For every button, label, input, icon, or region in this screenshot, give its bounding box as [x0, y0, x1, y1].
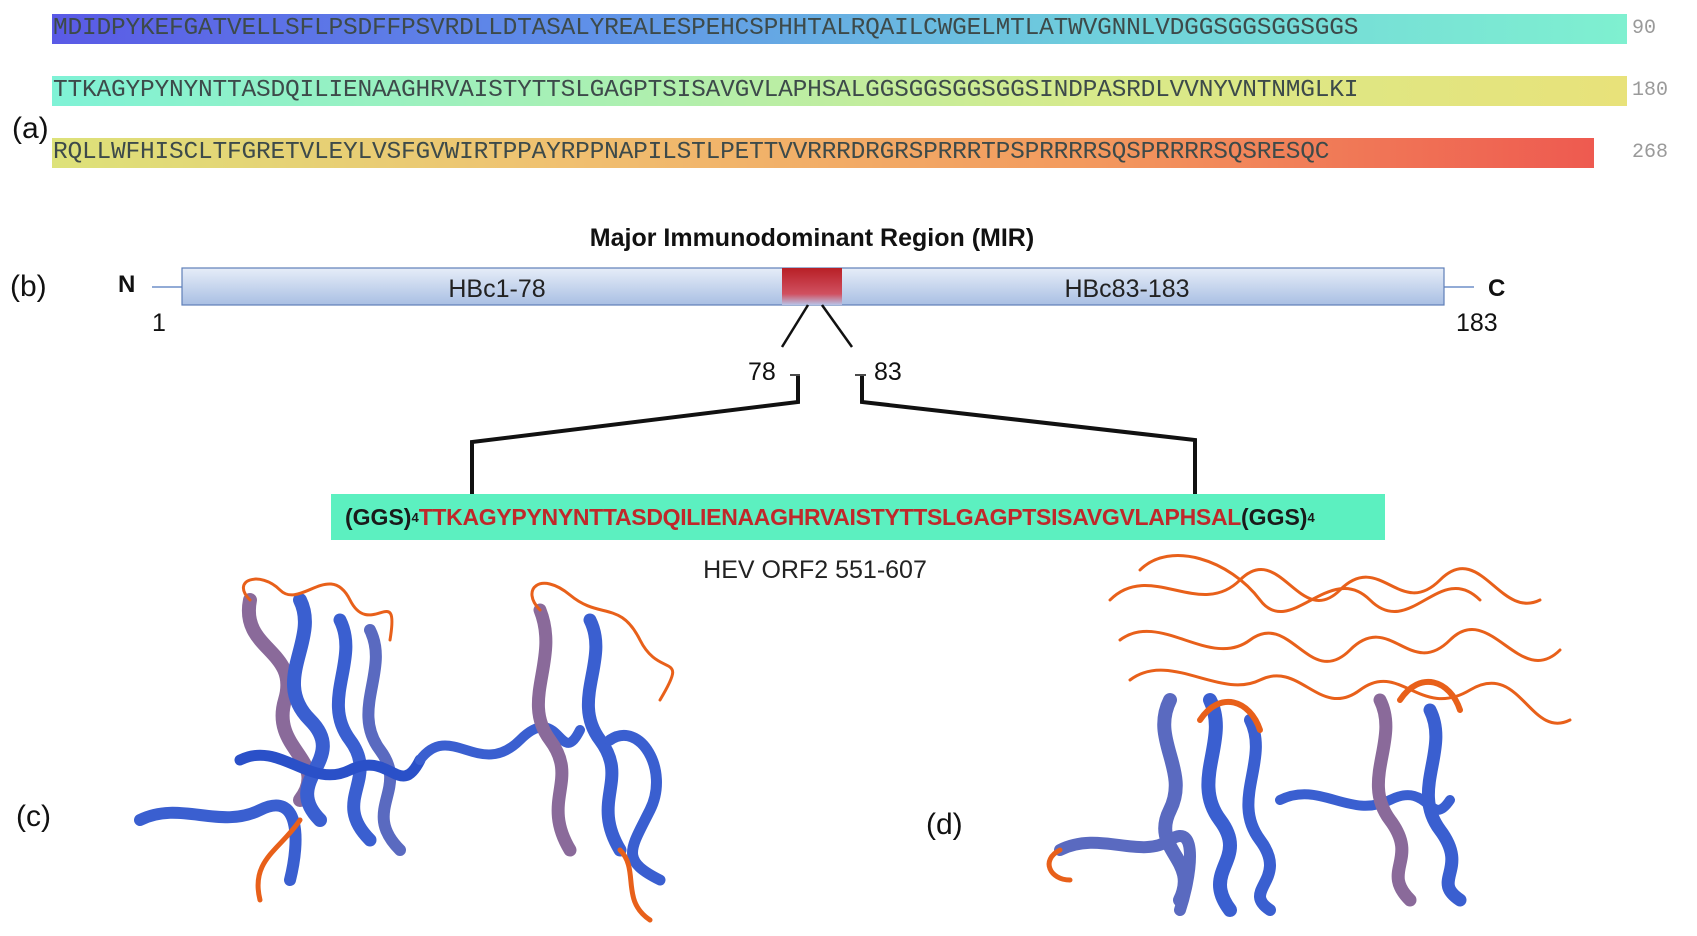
linker-left-count: 4	[411, 509, 419, 525]
segment-label-right: HBc83-183	[1064, 275, 1189, 303]
linker-right-count: 4	[1307, 509, 1315, 525]
sequence-end-number: 90	[1632, 17, 1657, 40]
linker-left: (GGS)	[345, 503, 412, 530]
structure-d	[1046, 554, 1572, 917]
linker-right: (GGS)	[1241, 503, 1308, 530]
panel-label-c: (c)	[16, 800, 51, 833]
zoom-line-right	[820, 304, 854, 348]
segment-label-left: HBc1-78	[448, 275, 545, 303]
sequence-text: RQLLWFHISCLTFGRETVLEYLVSFGVWIRTPPAYRPPNA…	[53, 139, 1330, 166]
insert-bracket-left	[470, 376, 800, 494]
zoom-line-left	[780, 304, 810, 348]
sequence-row: RQLLWFHISCLTFGRETVLEYLVSFGVWIRTPPAYRPPNA…	[52, 138, 1594, 168]
sequence-text: TTKAGYPYNYNTTASDQILIENAAGHRVAISTYTTSLGAG…	[53, 77, 1359, 104]
insert-start-position: 78	[748, 358, 776, 386]
sequence-end-number: 268	[1632, 141, 1669, 164]
n-terminus-label: N	[118, 271, 135, 298]
sequence-end-number: 180	[1632, 79, 1669, 102]
mir-region	[782, 268, 842, 305]
structure-c	[134, 577, 675, 923]
insert-bracket-right	[860, 376, 1197, 494]
insert-end-position: 83	[874, 358, 902, 386]
sequence-text: MDIDPYKEFGATVELLSFLPSDFFPSVRDLLDTASALYRE…	[53, 15, 1359, 42]
panel-label-a: (a)	[12, 112, 49, 145]
mir-title: Major Immunodominant Region (MIR)	[590, 224, 1034, 252]
sequence-row: MDIDPYKEFGATVELLSFLPSDFFPSVRDLLDTASALYRE…	[52, 14, 1627, 44]
sequence-row: TTKAGYPYNYNTTASDQILIENAAGHRVAISTYTTSLGAG…	[52, 76, 1627, 106]
start-position: 1	[152, 309, 166, 337]
epitope-sequence: TTKAGYPYNYNTTASDQILIENAAGHRVAISTYTTSLGAG…	[418, 503, 1242, 530]
panel-label-b: (b)	[10, 270, 47, 303]
c-terminus-label: C	[1488, 275, 1505, 302]
end-position: 183	[1456, 309, 1498, 337]
panel-label-d: (d)	[926, 808, 963, 841]
insert-caption: HEV ORF2 551-607	[703, 556, 927, 584]
